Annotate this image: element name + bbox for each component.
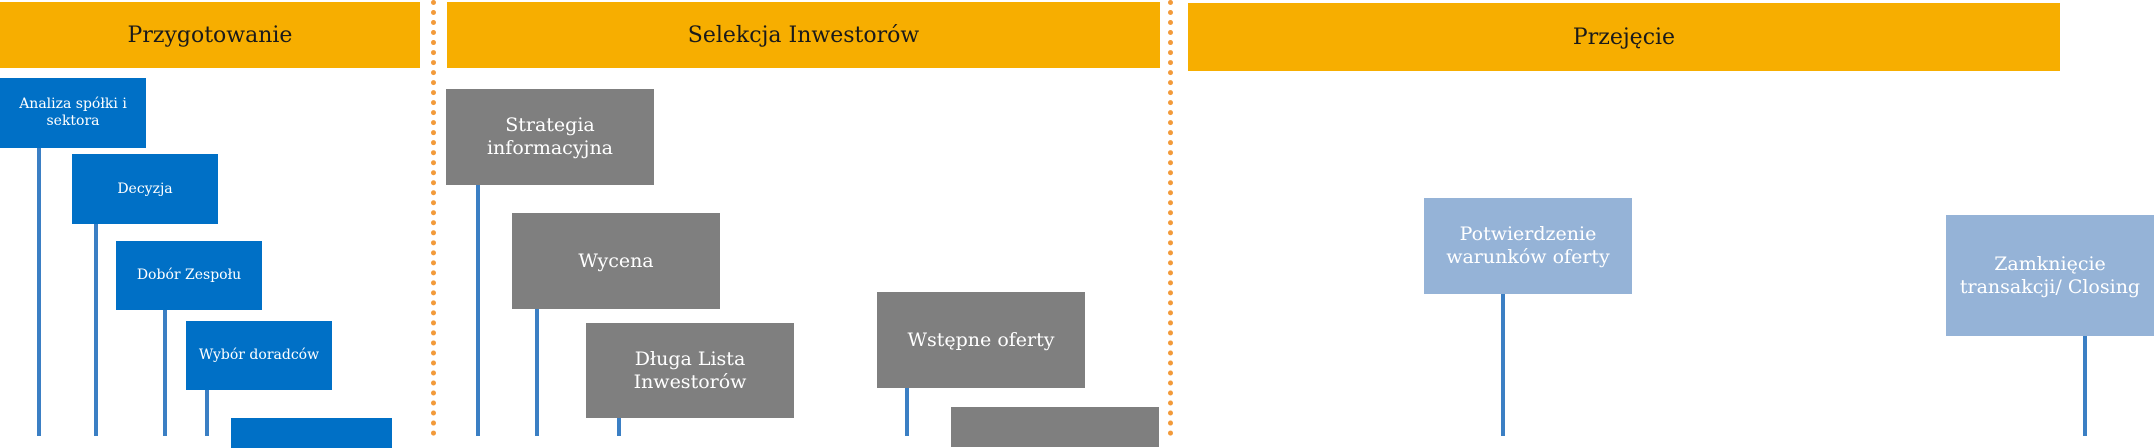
step-valuation: Wycena: [512, 213, 720, 309]
step-info-strategy: Strategia informacyjna: [446, 89, 654, 185]
step-offer-confirmation: Potwierdzenie warunków oferty: [1424, 198, 1632, 294]
phase-header-preparation: Przygotowanie: [0, 2, 420, 68]
connector-team: [163, 310, 167, 436]
connector-long-list: [617, 418, 621, 436]
connector-advisors: [205, 390, 209, 436]
connector-initial-offers: [905, 388, 909, 436]
step-company-analysis: Analiza spółki i sektora: [0, 78, 146, 148]
connector-offer-confirmation: [1501, 294, 1505, 436]
connector-analysis: [37, 148, 41, 436]
phase-divider-1: [431, 0, 436, 436]
phase-header-takeover: Przejęcie: [1188, 3, 2060, 71]
phase-divider-2: [1168, 0, 1173, 436]
connector-closing: [2083, 336, 2087, 436]
step-selection-next: [951, 407, 1159, 447]
step-advisor-selection: Wybór doradców: [186, 321, 332, 390]
connector-decision: [94, 224, 98, 436]
step-initial-offers: Wstępne oferty: [877, 292, 1085, 388]
phase-header-investor-selection: Selekcja Inwestorów: [447, 2, 1160, 68]
step-long-list-investors: Długa Lista Inwestorów: [586, 323, 794, 418]
step-preparation-next: [231, 418, 392, 448]
connector-valuation: [535, 309, 539, 436]
step-team-selection: Dobór Zespołu: [116, 241, 262, 310]
step-decision: Decyzja: [72, 154, 218, 224]
connector-info-strategy: [476, 185, 480, 436]
step-closing: Zamknięcie transakcji/ Closing: [1946, 215, 2154, 336]
